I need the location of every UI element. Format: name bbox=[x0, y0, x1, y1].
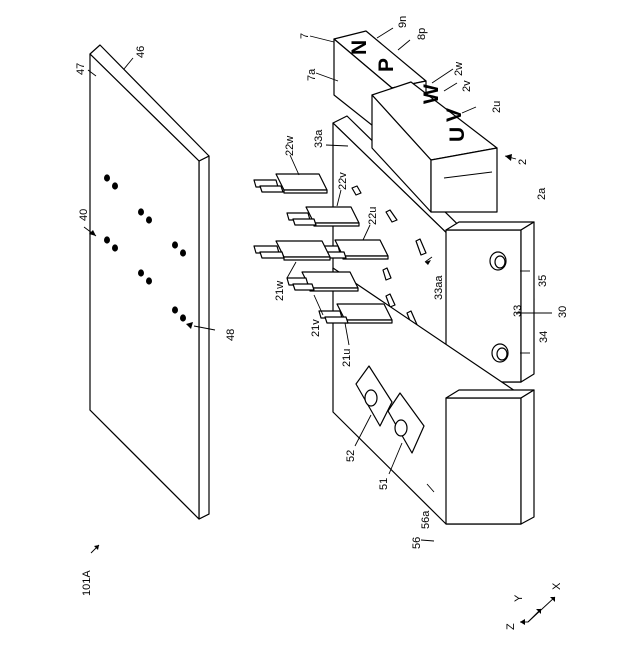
letter-u: U bbox=[446, 127, 469, 142]
lead-21w bbox=[254, 241, 330, 260]
letter-w: W bbox=[420, 84, 443, 104]
label-52: 52 bbox=[345, 450, 357, 462]
label-46: 46 bbox=[135, 46, 147, 58]
label-22w: 22w bbox=[284, 136, 296, 156]
label-2v: 2v bbox=[461, 80, 473, 92]
label-2w: 2w bbox=[453, 62, 465, 76]
lead-22w bbox=[254, 174, 327, 193]
label-2a: 2a bbox=[536, 187, 548, 200]
label-40: 40 bbox=[78, 209, 90, 221]
axis-label-x: X bbox=[551, 582, 563, 590]
lead-22v bbox=[287, 207, 359, 226]
label-34: 34 bbox=[538, 331, 550, 343]
label-2u: 2u bbox=[491, 101, 503, 113]
label-35: 35 bbox=[537, 275, 549, 287]
label-21u: 21u bbox=[341, 349, 353, 367]
label-33: 33 bbox=[512, 305, 524, 317]
letter-v: V bbox=[443, 108, 466, 122]
label-22u: 22u bbox=[367, 207, 379, 225]
label-9n: 9n bbox=[397, 16, 409, 28]
label-47: 47 bbox=[75, 63, 87, 75]
terminal-34 bbox=[492, 344, 508, 362]
label-48: 48 bbox=[225, 329, 237, 341]
label-21w: 21w bbox=[274, 281, 286, 301]
label-7a: 7a bbox=[306, 68, 318, 81]
lead-21v bbox=[287, 272, 358, 291]
lead-21u bbox=[319, 304, 392, 323]
letter-p: P bbox=[375, 58, 398, 72]
label-7: 7 bbox=[299, 33, 311, 39]
label-51: 51 bbox=[378, 478, 390, 490]
axis-label-z: Z bbox=[505, 623, 517, 630]
label-2: 2 bbox=[517, 159, 529, 165]
label-8p: 8p bbox=[416, 28, 428, 40]
letter-n: N bbox=[348, 40, 371, 55]
label-33a: 33a bbox=[313, 129, 325, 148]
label-33aa: 33aa bbox=[433, 275, 445, 300]
axis-label-y: Y bbox=[513, 594, 525, 602]
label-21v: 21v bbox=[310, 319, 322, 337]
label-30: 30 bbox=[557, 306, 569, 318]
label-101a: 101A bbox=[81, 570, 93, 596]
label-56: 56 bbox=[411, 537, 423, 549]
plate-40 bbox=[90, 45, 209, 519]
label-22v: 22v bbox=[337, 172, 349, 190]
label-56a: 56a bbox=[420, 510, 432, 529]
axis-indicator bbox=[520, 597, 555, 625]
terminal-35 bbox=[490, 252, 506, 270]
